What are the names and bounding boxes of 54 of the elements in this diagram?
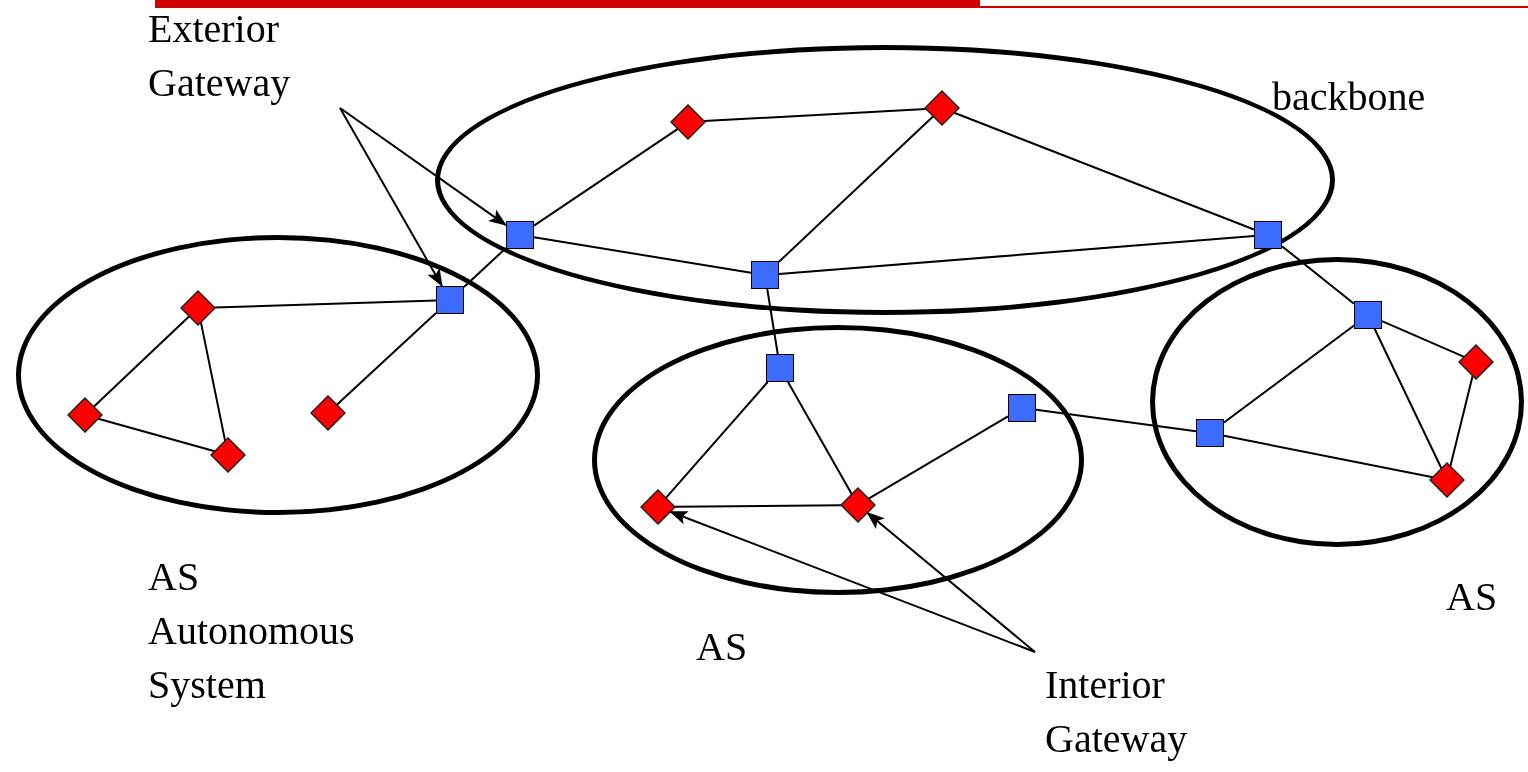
router-diamond xyxy=(670,104,706,140)
network-ellipse xyxy=(1150,257,1524,547)
router-diamond xyxy=(924,90,960,126)
network-ellipse xyxy=(592,325,1084,595)
link-line xyxy=(213,299,437,309)
leader-arrow xyxy=(339,107,507,227)
leader-arrow xyxy=(669,510,1036,653)
link-line xyxy=(1449,374,1474,468)
link-line xyxy=(867,415,1009,500)
router-diamond xyxy=(1429,462,1465,498)
link-line xyxy=(703,107,927,123)
router-diamond xyxy=(1458,344,1494,380)
ellipse-label: AS xyxy=(696,623,749,671)
gateway-square xyxy=(436,286,464,314)
ellipse-label: backbone xyxy=(1272,73,1427,121)
gateway-square xyxy=(1008,394,1036,422)
gateway-square xyxy=(766,354,794,382)
link-line xyxy=(673,504,843,508)
link-line xyxy=(335,311,437,406)
link-line xyxy=(533,127,679,227)
link-line xyxy=(778,235,1255,275)
leader-arrow xyxy=(866,511,1036,653)
link-line xyxy=(1223,434,1434,479)
link-line xyxy=(778,115,935,263)
router-diamond xyxy=(310,395,346,431)
link-line xyxy=(953,111,1255,231)
leader-arrow xyxy=(339,107,443,287)
router-diamond xyxy=(67,397,103,433)
router-diamond xyxy=(640,489,676,525)
link-line xyxy=(199,321,227,442)
router-diamond xyxy=(840,487,876,523)
link-line xyxy=(97,417,216,453)
link-line xyxy=(786,381,853,496)
link-line xyxy=(664,381,769,499)
gateway-square xyxy=(1254,221,1282,249)
callout-text: Exterior Gateway xyxy=(148,2,358,110)
gateway-square xyxy=(1196,419,1224,447)
gateway-square xyxy=(751,261,779,289)
link-line xyxy=(1281,245,1355,305)
link-line xyxy=(1223,324,1355,424)
link-line xyxy=(533,236,752,274)
callout-text: Interior Gateway xyxy=(1045,658,1255,766)
ellipse-label: AS Autonomous System xyxy=(148,553,356,709)
link-line xyxy=(92,315,191,408)
link-line xyxy=(1035,408,1197,433)
ellipse-label: AS xyxy=(1446,573,1499,621)
router-diamond xyxy=(210,437,246,473)
gateway-square xyxy=(506,221,534,249)
network-ellipse xyxy=(16,235,540,515)
link-line xyxy=(766,288,779,355)
link-line xyxy=(1381,320,1466,358)
router-diamond xyxy=(180,290,216,326)
link-line xyxy=(1373,328,1443,470)
gateway-square xyxy=(1354,301,1382,329)
